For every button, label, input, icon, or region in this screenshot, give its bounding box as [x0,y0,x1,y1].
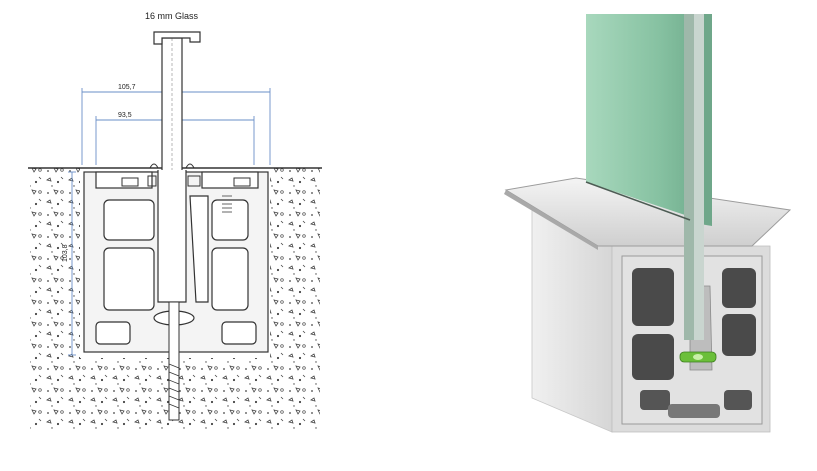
dim-width-inner-label: 93,5 [118,112,132,119]
bubble-level-icon [679,351,717,363]
glass-label: 16 mm Glass [145,11,199,21]
dim-height-label: 103,8 [62,244,69,262]
product-render-3d [504,14,792,433]
anchor-bolt [168,301,180,421]
gasket-details [121,163,251,213]
cover-plate [504,177,792,247]
technical-drawing: 105,7 93,5 103,8 16 mm Glass [28,11,322,430]
dimension-lines [68,88,271,356]
dim-width-outer-label: 105,7 [118,84,136,91]
glass-panel-3d [585,14,712,340]
cover-plate-edge [504,190,598,250]
